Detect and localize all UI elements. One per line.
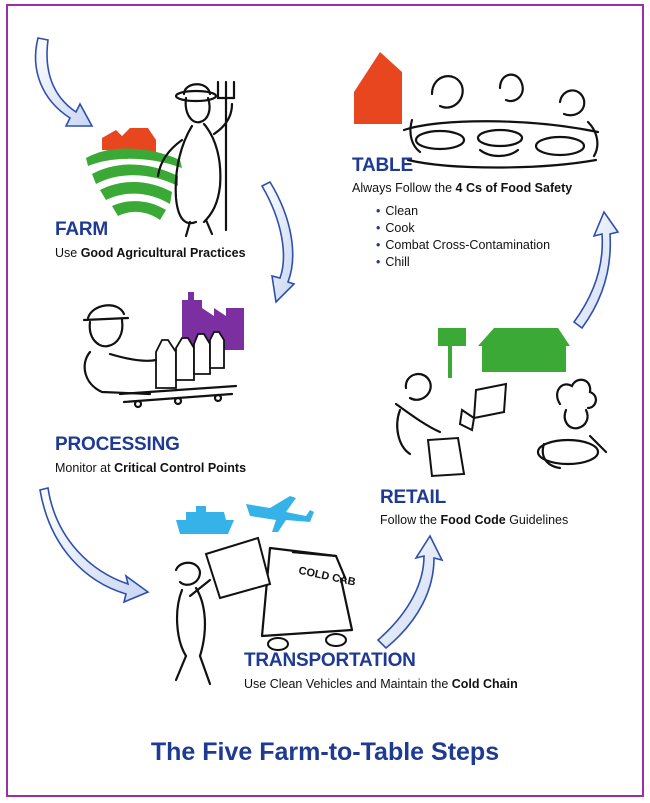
arrow-retail-to-table (572, 210, 620, 330)
processing-desc-bold: Critical Control Points (114, 461, 247, 475)
page-border (6, 4, 644, 797)
product-box-icon (458, 382, 508, 432)
shopper-icon (394, 372, 442, 456)
cold-truck-icon (260, 546, 354, 638)
list-item: Cook (376, 220, 550, 237)
farm-illustration (86, 80, 236, 238)
table-desc-text: Always Follow the (352, 181, 456, 195)
table-title: TABLE (352, 155, 413, 176)
retail-desc-bold: Food Code (440, 513, 506, 527)
store-icon (478, 328, 570, 372)
transportation-description: Use Clean Vehicles and Maintain the Cold… (244, 677, 518, 691)
airplane-icon (246, 496, 314, 532)
farm-desc-bold: Good Agricultural Practices (80, 246, 246, 260)
retail-desc-tail: Guidelines (505, 513, 569, 527)
retail-illustration (394, 328, 608, 478)
worker-icon (82, 304, 238, 409)
processing-desc-text: Monitor at (55, 461, 115, 475)
chef-icon (536, 378, 608, 470)
transportation-illustration: COLD CAB (174, 496, 357, 686)
retail-desc-text: Follow the (380, 513, 441, 527)
transportation-title: TRANSPORTATION (244, 650, 416, 671)
processing-description: Monitor at Critical Control Points (55, 461, 246, 475)
transportation-desc-bold: Cold Chain (451, 677, 518, 691)
arrow-processing-to-transportation (39, 487, 150, 604)
barn-icon (102, 128, 156, 152)
four-cs-list: Clean Cook Combat Cross-Contamination Ch… (376, 203, 550, 271)
processing-title: PROCESSING (55, 434, 180, 455)
retail-description: Follow the Food Code Guidelines (380, 513, 568, 527)
family-dining-icon (402, 73, 600, 169)
page-title: The Five Farm-to-Table Steps (150, 738, 500, 766)
farm-title: FARM (55, 219, 109, 240)
farm-desc-text: Use (55, 246, 81, 260)
table-illustration (354, 52, 600, 169)
farmer-icon (156, 80, 236, 238)
box-icon (204, 536, 272, 600)
table-desc-bold: 4 Cs of Food Safety (455, 181, 573, 195)
truck-wheels-icon (267, 633, 347, 651)
arrow-farm-to-processing (260, 180, 296, 304)
shopping-bag-icon (426, 436, 466, 478)
transportation-desc-text: Use Clean Vehicles and Maintain the (244, 677, 452, 691)
arrow-into-farm (34, 37, 94, 127)
sign-icon (438, 328, 466, 346)
retail-title: RETAIL (380, 487, 446, 508)
milk-cartons-icon (155, 331, 225, 389)
processing-illustration (82, 292, 244, 409)
table-description: Always Follow the 4 Cs of Food Safety (352, 181, 572, 195)
farm-description: Use Good Agricultural Practices (55, 246, 246, 260)
list-item: Chill (376, 254, 550, 271)
list-item: Combat Cross-Contamination (376, 237, 550, 254)
field-icon (86, 148, 182, 168)
list-item: Clean (376, 203, 550, 220)
ship-icon (176, 506, 234, 534)
arrow-transportation-to-retail (376, 534, 444, 650)
delivery-worker-icon (174, 561, 212, 686)
home-icon (354, 52, 402, 124)
